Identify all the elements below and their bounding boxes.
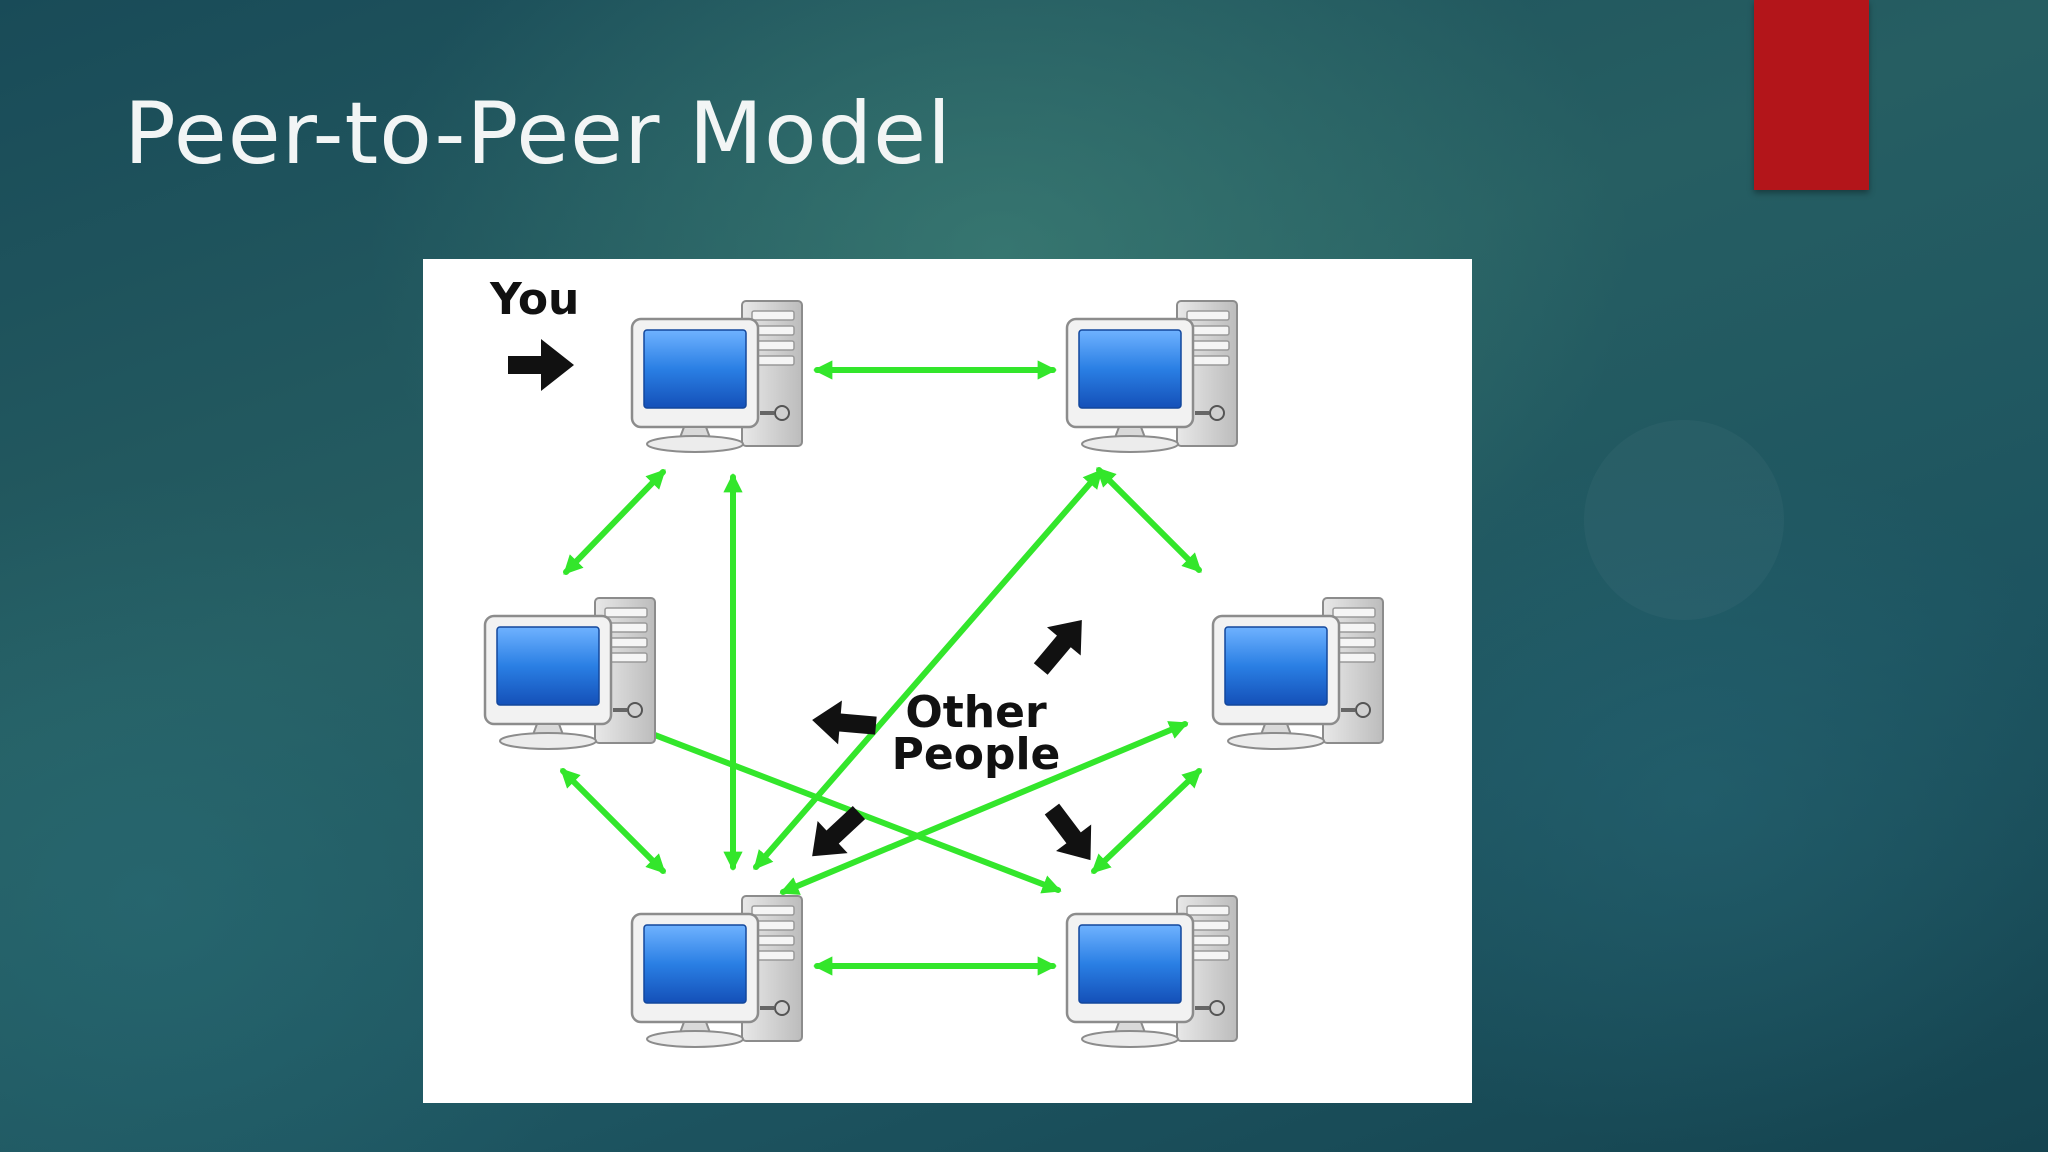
diagram-panel: You Other People [423, 259, 1472, 1103]
you-pointer-arrow-icon [508, 339, 574, 391]
decorative-circle [1584, 420, 1784, 620]
network-links [560, 360, 1202, 976]
computer-icon [483, 596, 657, 751]
computer-bottom-right [1065, 894, 1239, 1049]
computer-mid-right [1211, 596, 1385, 751]
you-label: You [489, 274, 579, 325]
computer-icon [1065, 894, 1239, 1049]
pointer-arrow-down-left-icon [812, 805, 866, 857]
link-top-right-to-mid-right [1096, 467, 1202, 573]
pointer-arrow-left-icon [812, 700, 877, 745]
pointer-arrow-down-right-icon [1044, 803, 1092, 861]
computer-bottom-left [630, 894, 804, 1049]
other-label-line2: People [892, 729, 1061, 780]
link-mid-right-to-bottom-right [1091, 768, 1202, 874]
other-label-line1: Other [905, 687, 1047, 738]
computer-icon [1065, 299, 1239, 454]
link-mid-left-to-bottom-left [560, 768, 666, 874]
computer-you [630, 299, 804, 454]
accent-bar [1754, 0, 1869, 190]
computer-icon [630, 299, 804, 454]
slide-title: Peer-to-Peer Model [124, 84, 952, 184]
other-pointer-arrows [812, 619, 1092, 861]
computer-mid-left [483, 596, 657, 751]
computer-top-right [1065, 299, 1239, 454]
link-you-to-mid-left [563, 469, 666, 575]
computer-icon [630, 894, 804, 1049]
computer-icon [1211, 596, 1385, 751]
peer-to-peer-diagram: You Other People [483, 274, 1385, 1049]
link-bottom-left-to-mid-right [779, 721, 1189, 895]
pointer-arrow-up-right-icon [1033, 619, 1082, 675]
